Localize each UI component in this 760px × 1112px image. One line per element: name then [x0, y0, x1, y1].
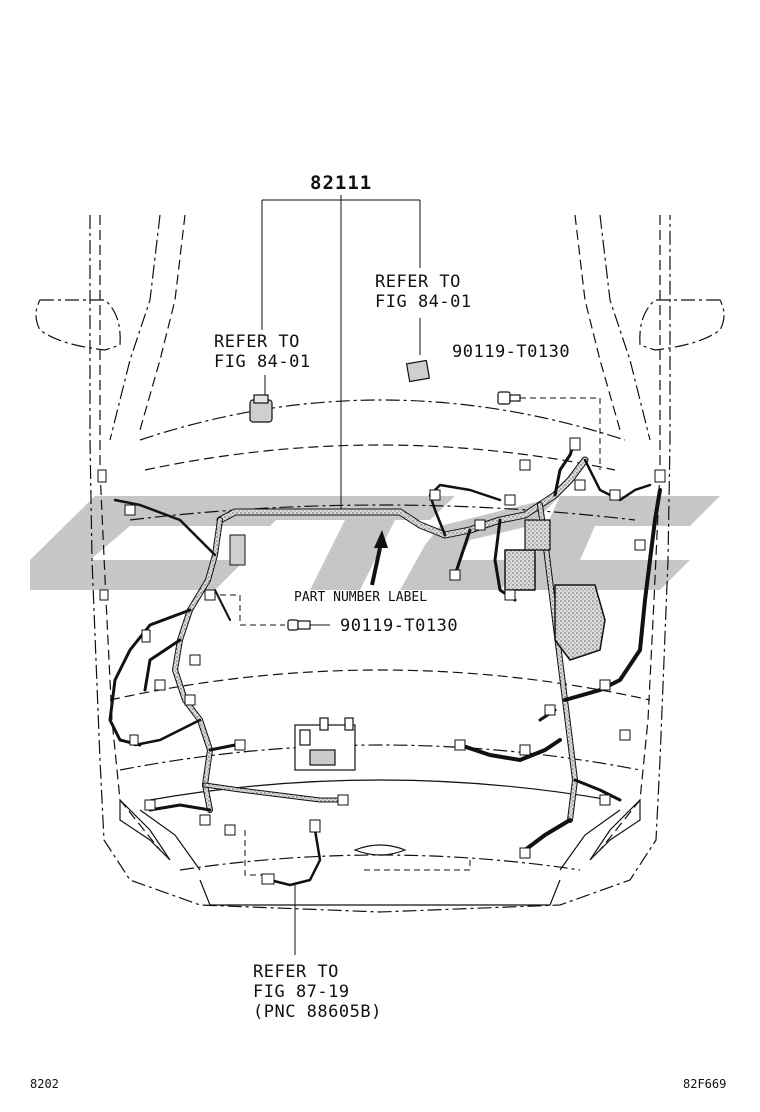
clip-part-left — [249, 394, 273, 423]
bolt-part-number-lower[interactable]: 90119-T0130 — [340, 616, 459, 636]
bolt-part-number-upper[interactable]: 90119-T0130 — [452, 342, 571, 362]
main-part-number[interactable]: 82111 — [310, 172, 373, 194]
side-mirror-right — [639, 299, 725, 351]
refer-fig-84-01-left-line1[interactable]: REFER TO — [214, 332, 300, 352]
bolt-icon-upper — [497, 391, 521, 405]
refer-fig-84-01-right-line2[interactable]: FIG 84-01 — [375, 292, 472, 312]
callout-leaders — [220, 195, 601, 955]
relay-block — [294, 717, 356, 771]
bolt-icon-lower — [287, 619, 311, 631]
refer-fig-84-01-right-line1[interactable]: REFER TO — [375, 272, 461, 292]
vehicle-body-outline — [89, 214, 671, 913]
refer-fig-87-19-line1[interactable]: REFER TO — [253, 962, 339, 982]
clip-part-right — [405, 359, 431, 383]
harness-connectors — [97, 437, 666, 885]
footer-left-code: 8202 — [30, 1077, 59, 1091]
refer-fig-87-19-line2[interactable]: FIG 87-19 — [253, 982, 350, 1002]
refer-fig-84-01-left-line2[interactable]: FIG 84-01 — [214, 352, 311, 372]
refer-fig-87-19-line3[interactable]: (PNC 88605B) — [253, 1002, 382, 1022]
part-number-label-arrow — [370, 530, 388, 586]
side-mirror-left — [35, 299, 121, 351]
part-number-label-text: PART NUMBER LABEL — [294, 590, 428, 605]
footer-right-code: 82F669 — [683, 1077, 727, 1091]
